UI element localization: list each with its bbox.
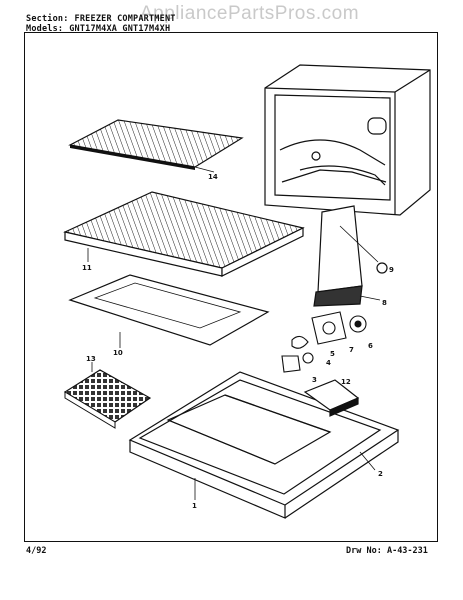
- watermark: AppliancePartsPros.com: [140, 3, 360, 24]
- callout-1: 1: [192, 502, 197, 510]
- grille-shelf: [63, 191, 305, 277]
- callout-3: 3: [312, 376, 317, 384]
- models-value: GNT17M4XA GNT17M4XH: [69, 24, 171, 34]
- fan-assembly: [281, 311, 367, 373]
- callout-2: 2: [378, 470, 383, 478]
- models-line: Models: GNT17M4XA GNT17M4XH: [26, 24, 170, 34]
- callout-6: 6: [368, 342, 373, 350]
- drawing-number-label: Drw No:: [346, 546, 382, 556]
- freezer-cabinet: [264, 64, 431, 216]
- footer-date: 4/92: [26, 546, 47, 556]
- footer-divider: [24, 541, 438, 542]
- callout-10: 10: [113, 349, 123, 357]
- freezer-liner: [128, 371, 400, 519]
- section-line: Section: FREEZER COMPARTMENT: [26, 14, 176, 24]
- models-label: Models:: [26, 24, 64, 34]
- callout-4: 4: [326, 359, 331, 367]
- callout-labels: 1 2 3 4 5 6 7 8 9 10 11 12 13 14: [82, 173, 394, 510]
- cover-plate: [68, 274, 270, 348]
- callout-5: 5: [330, 350, 335, 358]
- wire-shelf: [68, 119, 244, 173]
- section-label: Section:: [26, 14, 69, 24]
- callout-14: 14: [208, 173, 218, 181]
- drawing-number-value: A-43-231: [386, 546, 428, 556]
- evaporator-cover: [313, 205, 388, 307]
- callout-9: 9: [389, 266, 394, 274]
- ice-tray: [63, 362, 152, 429]
- callout-11: 11: [82, 264, 92, 272]
- callout-8: 8: [382, 299, 387, 307]
- callout-13: 13: [86, 355, 96, 363]
- section-value: FREEZER COMPARTMENT: [74, 14, 176, 24]
- drawing-number-line: Drw No: A-43-231: [346, 546, 428, 556]
- callout-12: 12: [341, 378, 351, 386]
- callout-7: 7: [349, 346, 354, 354]
